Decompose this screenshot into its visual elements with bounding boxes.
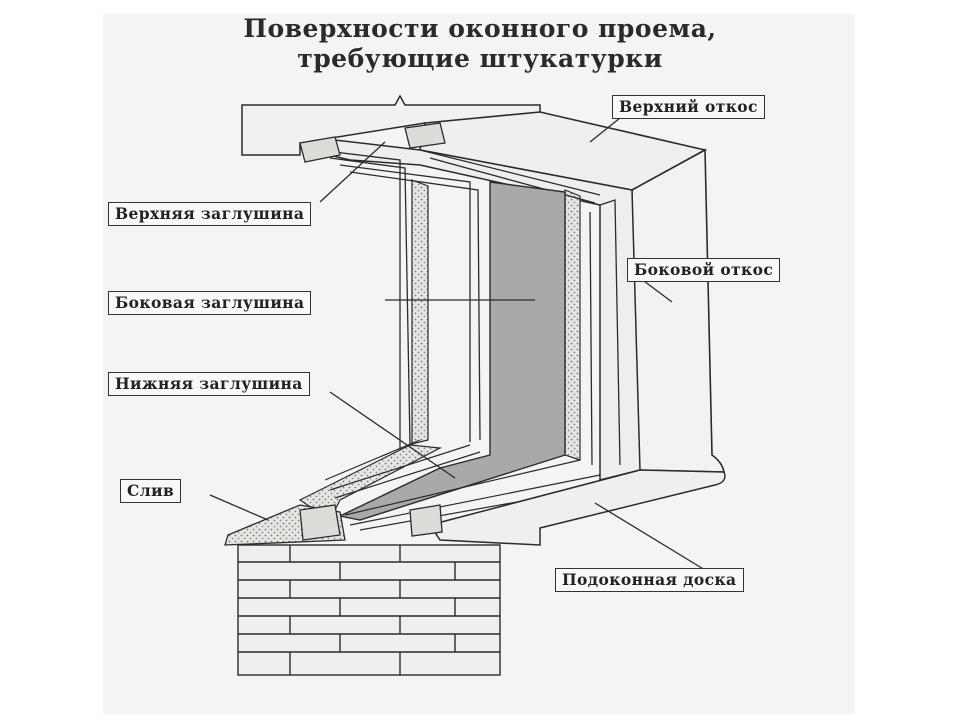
diagram-title: Поверхности оконного проема, требующие ш… xyxy=(140,14,820,74)
side-reveal-surface xyxy=(631,148,725,473)
label-bottom-plug: Нижняя заглушина xyxy=(108,372,310,396)
wood-block-bottom xyxy=(299,504,341,541)
wood-block-top-mid xyxy=(404,122,446,149)
label-top-plug: Верхняя заглушина xyxy=(108,202,312,226)
inner-frame-lines xyxy=(317,149,621,466)
label-side-reveal: Боковой откос xyxy=(627,258,781,282)
side-plug-left xyxy=(411,179,429,445)
side-plug-right xyxy=(564,189,581,461)
title-line-1: Поверхности оконного проема, xyxy=(243,14,717,43)
bottom-frame-lines xyxy=(324,439,641,531)
glass-pane xyxy=(337,181,566,521)
title-line-2: требующие штукатурки xyxy=(297,44,663,73)
wood-block-top-left xyxy=(299,136,341,163)
label-sill-board: Подоконная доска xyxy=(555,568,744,592)
wood-block-bottom-mid xyxy=(409,504,443,537)
label-drip: Слив xyxy=(120,479,182,503)
label-side-plug: Боковая заглушина xyxy=(108,291,312,315)
label-top-reveal: Верхний откос xyxy=(612,95,765,119)
sill-board xyxy=(428,469,726,546)
brick-wall xyxy=(237,544,501,676)
